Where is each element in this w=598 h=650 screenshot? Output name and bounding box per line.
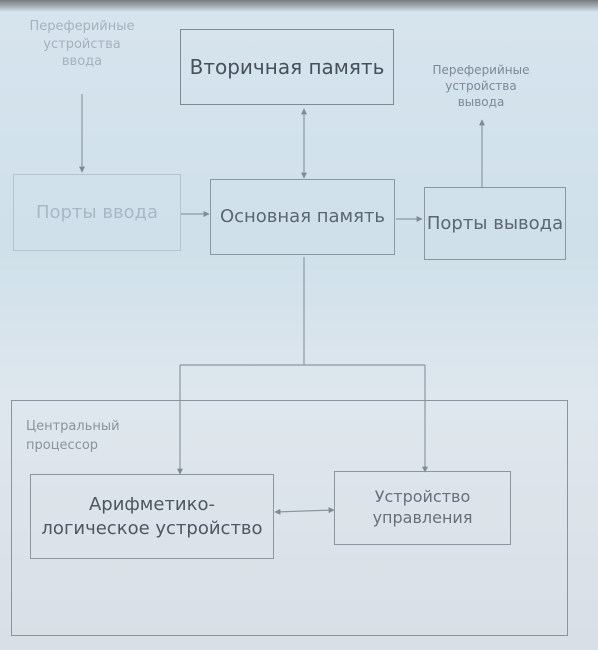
projector-top-edge — [0, 0, 598, 12]
cpu-frame — [11, 400, 568, 636]
secondary-memory-box: Вторичная память — [180, 29, 394, 105]
alu-box: Арифметико- логическое устройство — [30, 474, 274, 559]
cpu-label: Центральный процессор — [26, 419, 120, 453]
input-devices-note: Переферийные устройства ввода — [29, 19, 135, 70]
main-memory-box: Основная память — [210, 179, 395, 255]
input-ports-box: Порты ввода — [13, 174, 181, 251]
edge-alu-control-unit — [274, 507, 335, 515]
control-unit-box: Устройство управления — [334, 471, 511, 545]
output-devices-note: Переферийные устройства вывода — [432, 63, 530, 110]
output-ports-box: Порты вывода — [424, 187, 566, 260]
